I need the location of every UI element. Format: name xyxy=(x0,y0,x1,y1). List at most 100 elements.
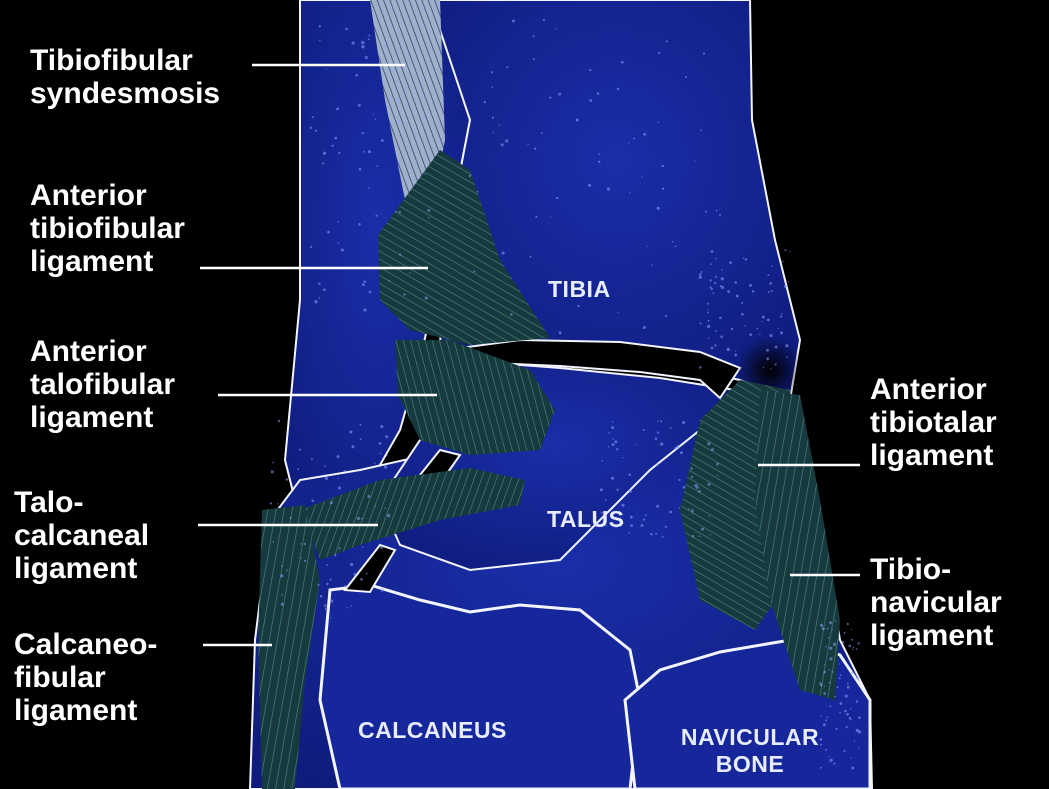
speckle xyxy=(299,449,301,451)
speckle xyxy=(643,429,645,431)
speckle xyxy=(831,671,833,673)
speckle xyxy=(853,646,855,648)
speckle xyxy=(713,292,715,294)
speckle xyxy=(499,124,500,125)
speckle xyxy=(492,87,494,89)
speckle xyxy=(829,657,832,660)
speckle xyxy=(856,648,858,650)
speckle xyxy=(716,210,718,212)
speckle xyxy=(851,639,853,641)
speckle xyxy=(719,317,722,320)
speckle xyxy=(851,672,854,675)
speckle xyxy=(833,643,836,646)
speckle xyxy=(270,502,272,504)
speckle xyxy=(682,421,685,424)
speckle xyxy=(617,88,620,91)
speckle xyxy=(665,526,667,528)
speckle xyxy=(336,455,339,458)
speckle xyxy=(281,603,284,606)
speckle xyxy=(643,518,645,520)
speckle xyxy=(271,470,274,473)
speckle xyxy=(398,211,400,213)
speckle xyxy=(297,468,299,470)
speckle xyxy=(598,161,600,163)
speckle xyxy=(827,716,829,718)
speckle xyxy=(839,677,841,679)
speckle xyxy=(729,261,732,264)
speckle xyxy=(707,325,710,328)
speckle xyxy=(759,334,760,335)
speckle xyxy=(323,152,326,155)
speckle xyxy=(714,344,716,346)
speckle xyxy=(720,335,723,338)
speckle xyxy=(711,499,712,500)
speckle xyxy=(322,162,324,164)
speckle xyxy=(710,534,711,535)
speckle xyxy=(611,426,614,429)
speckle xyxy=(327,231,330,234)
speckle xyxy=(848,645,851,648)
speckle xyxy=(597,92,600,95)
speckle xyxy=(633,138,635,140)
speckle xyxy=(362,283,365,286)
speckle xyxy=(418,177,420,179)
speckle xyxy=(317,584,319,586)
speckle xyxy=(836,686,838,688)
speckle xyxy=(402,125,404,127)
speckle xyxy=(484,101,486,103)
speckle xyxy=(835,620,837,622)
speckle xyxy=(527,144,528,145)
speckle xyxy=(840,674,842,676)
speckle xyxy=(369,291,372,294)
speckle xyxy=(766,357,769,360)
speckle xyxy=(492,117,494,119)
speckle xyxy=(743,257,744,258)
speckle xyxy=(694,484,697,487)
speckle xyxy=(330,579,332,581)
speckle xyxy=(361,45,364,48)
speckle xyxy=(699,366,702,369)
speckle xyxy=(699,535,701,537)
speckle xyxy=(708,515,709,516)
speckle xyxy=(281,565,283,567)
speckle xyxy=(387,514,390,517)
speckle xyxy=(662,165,664,167)
speckle xyxy=(381,139,384,142)
speckle xyxy=(829,647,832,650)
speckle xyxy=(852,648,853,649)
speckle xyxy=(672,241,674,243)
speckle xyxy=(629,489,632,492)
speckle xyxy=(337,221,339,223)
speckle xyxy=(361,518,363,520)
speckle xyxy=(819,682,821,684)
speckle xyxy=(762,316,765,319)
bone-label-navicular: NAVICULAR BONE xyxy=(660,724,840,778)
speckle xyxy=(354,573,357,576)
speckle xyxy=(534,148,536,150)
speckle xyxy=(665,315,667,317)
speckle xyxy=(823,692,826,695)
speckle xyxy=(368,35,370,37)
speckle xyxy=(781,313,783,315)
speckle xyxy=(784,285,787,288)
bone-label-calcaneus: CALCANEUS xyxy=(358,717,548,744)
speckle xyxy=(676,445,679,448)
speckle xyxy=(761,321,762,322)
speckle xyxy=(427,153,429,155)
speckle xyxy=(608,432,610,434)
label-talocalcaneal-ligament: Talo- calcaneal ligament xyxy=(14,486,149,585)
speckle xyxy=(326,69,327,70)
speckle xyxy=(670,427,672,429)
speckle xyxy=(319,297,321,299)
speckle xyxy=(839,712,841,714)
speckle xyxy=(363,309,366,312)
speckle xyxy=(857,642,859,644)
speckle xyxy=(856,676,859,679)
speckle xyxy=(285,478,288,481)
speckle xyxy=(388,280,390,282)
speckle xyxy=(415,160,417,162)
speckle xyxy=(858,730,861,733)
speckle xyxy=(373,114,374,115)
speckle xyxy=(711,347,714,350)
